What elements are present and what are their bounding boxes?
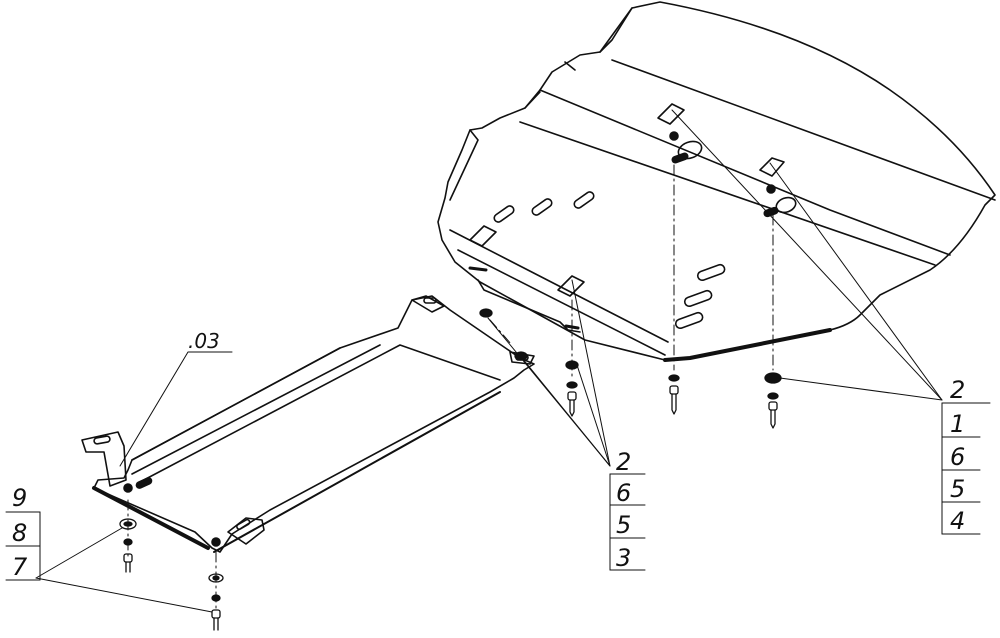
middle-label-1: 6 bbox=[616, 479, 631, 507]
left-label-0: 9 bbox=[12, 484, 27, 512]
fasteners bbox=[119, 308, 782, 631]
large-skid-plate bbox=[437, 1, 996, 362]
right-label-0: 2 bbox=[950, 376, 965, 404]
right-label-2: 6 bbox=[950, 443, 965, 471]
label-box-right bbox=[941, 402, 991, 535]
leader-lines bbox=[35, 109, 943, 613]
small-skid-plate bbox=[81, 295, 535, 553]
left-label-2: 7 bbox=[12, 553, 28, 581]
right-label-3: 5 bbox=[950, 475, 965, 503]
label-box-middle bbox=[609, 473, 646, 571]
part-label-03: .03 bbox=[188, 329, 220, 353]
middle-label-0: 2 bbox=[616, 448, 631, 476]
right-label-4: 4 bbox=[950, 507, 965, 535]
middle-label-3: 3 bbox=[616, 544, 631, 572]
large-plate-slots bbox=[468, 103, 797, 330]
right-label-1: 1 bbox=[950, 410, 965, 438]
left-label-1: 8 bbox=[12, 519, 27, 547]
axis-lines bbox=[127, 164, 774, 611]
label-box-left bbox=[5, 511, 41, 581]
middle-label-2: 5 bbox=[616, 511, 631, 539]
